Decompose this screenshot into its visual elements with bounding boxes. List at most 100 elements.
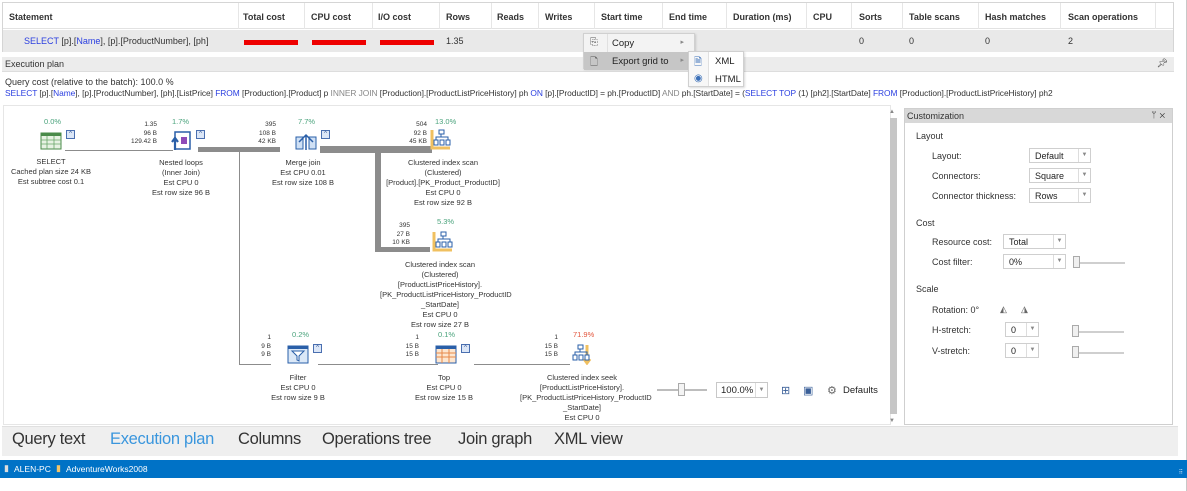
col-end-time[interactable]: End time — [669, 12, 708, 22]
cell-table-scans: 0 — [909, 36, 915, 46]
cell-rows: 1.35 — [446, 36, 464, 46]
tab-execution-plan[interactable]: Execution plan — [110, 430, 215, 448]
col-reads[interactable]: Reads — [497, 12, 525, 22]
connector — [239, 364, 271, 365]
settings-gears-icon[interactable]: ⚙ — [827, 385, 837, 397]
connector — [474, 364, 570, 365]
tab-columns[interactable]: Columns — [238, 430, 302, 448]
tab-query-text[interactable]: Query text — [12, 430, 86, 448]
scroll-thumb[interactable] — [890, 118, 897, 414]
html-export-icon: ◉ — [694, 73, 703, 84]
menu-item-export-grid[interactable]: 🗋 Export grid to ▸ — [584, 52, 694, 70]
col-statement[interactable]: Statement — [9, 12, 53, 22]
nested-loops-icon[interactable] — [170, 130, 192, 152]
col-duration[interactable]: Duration (ms) — [733, 12, 792, 22]
expand-icon[interactable]: ^ — [196, 130, 205, 139]
menu-item-html[interactable]: ◉ HTML — [694, 73, 741, 85]
tab-operations-tree[interactable]: Operations tree — [322, 430, 432, 448]
chevron-down-icon: ▼ — [1026, 323, 1038, 336]
expand-icon[interactable]: ^ — [461, 344, 470, 353]
clustered-index-seek-icon[interactable] — [571, 343, 593, 365]
customization-panel: Customization ᛘ✕ Layout Layout: Default▼… — [904, 108, 1173, 425]
connector — [375, 247, 430, 252]
filter-node-icon[interactable] — [287, 343, 309, 365]
query-text: SELECT [p].[Name], [p].[ProductNumber], … — [5, 88, 1053, 98]
cost-filter-slider-thumb[interactable] — [1073, 256, 1080, 268]
connector-thickness-combo[interactable]: Rows▼ — [1029, 188, 1091, 203]
col-hash-matches[interactable]: Hash matches — [985, 12, 1047, 22]
tab-join-graph[interactable]: Join graph — [458, 430, 533, 448]
server-name: ALEN-PC — [14, 464, 51, 474]
col-cpu-cost[interactable]: CPU cost — [311, 12, 352, 22]
pin-icon[interactable]: ᛘ — [1151, 110, 1160, 120]
chevron-down-icon: ▼ — [1078, 189, 1090, 202]
col-scan-operations[interactable]: Scan operations — [1068, 12, 1139, 22]
section-layout: Layout — [916, 131, 944, 141]
defaults-button[interactable]: Defaults — [843, 385, 878, 396]
submenu-arrow-icon: ▸ — [680, 57, 684, 64]
chevron-down-icon: ▼ — [1026, 344, 1038, 357]
menu-item-xml[interactable]: 🗎 XML — [689, 52, 743, 70]
v-stretch-slider-thumb[interactable] — [1072, 346, 1079, 358]
vertical-scrollbar[interactable]: ▲ ▼ — [887, 108, 899, 424]
expand-icon[interactable]: ^ — [66, 130, 75, 139]
scroll-up-icon[interactable]: ▲ — [889, 109, 895, 115]
server-icon: ▮ — [4, 463, 9, 473]
connector — [375, 146, 381, 252]
clustered-index-scan-icon[interactable] — [430, 128, 452, 150]
col-sorts[interactable]: Sorts — [859, 12, 883, 22]
scroll-down-icon[interactable]: ▼ — [889, 418, 895, 424]
connector — [65, 150, 173, 151]
h-stretch-slider[interactable] — [1074, 331, 1124, 333]
col-table-scans[interactable]: Table scans — [909, 12, 960, 22]
rotate-right-icon[interactable]: ◮ — [1021, 304, 1028, 314]
cost-filter-combo[interactable]: 0%▼ — [1003, 254, 1066, 269]
pin-icon[interactable]: 📌︎ — [1156, 58, 1168, 68]
col-cpu[interactable]: CPU — [813, 12, 833, 22]
col-io-cost[interactable]: I/O cost — [378, 12, 412, 22]
merge-join-icon[interactable] — [295, 130, 317, 152]
top-node-icon[interactable] — [435, 343, 457, 365]
io-cost-bar — [380, 40, 434, 45]
clustered-index-scan-icon[interactable] — [432, 230, 454, 252]
select-node-icon[interactable] — [40, 130, 62, 152]
zoom-slider-thumb[interactable] — [678, 383, 685, 396]
col-total-cost[interactable]: Total cost — [243, 12, 285, 22]
h-stretch-slider-thumb[interactable] — [1072, 325, 1079, 337]
cpu-cost-bar — [312, 40, 366, 45]
expand-icon[interactable]: ^ — [313, 344, 322, 353]
submenu-arrow-icon: ▸ — [680, 39, 684, 46]
resize-grip-icon[interactable]: ⠿ — [1178, 470, 1183, 476]
cell-hash-matches: 0 — [985, 36, 991, 46]
v-stretch-combo[interactable]: 0▼ — [1005, 343, 1039, 358]
rotate-left-icon[interactable]: ◭ — [1000, 304, 1007, 314]
resource-cost-combo[interactable]: Total▼ — [1003, 234, 1066, 249]
col-start-time[interactable]: Start time — [601, 12, 643, 22]
overview-icon[interactable]: ▣ — [803, 385, 814, 397]
col-rows[interactable]: Rows — [446, 12, 471, 22]
fit-to-window-icon[interactable]: ⊞ — [781, 385, 791, 397]
v-stretch-slider[interactable] — [1074, 352, 1124, 354]
layout-combo[interactable]: Default▼ — [1029, 148, 1091, 163]
plan-canvas[interactable] — [3, 105, 891, 425]
query-cost: Query cost (relative to the batch): 100.… — [5, 77, 174, 87]
xml-export-icon: 🗎 — [694, 57, 703, 68]
zoom-combo[interactable]: 100.0% ▼ — [716, 382, 768, 398]
menu-item-copy[interactable]: ⎘ Copy ▸ — [590, 37, 684, 49]
grid-header: Statement Total cost CPU cost I/O cost R… — [3, 3, 1173, 29]
col-writes[interactable]: Writes — [545, 12, 573, 22]
chevron-down-icon[interactable]: ▼ — [755, 383, 767, 397]
tab-xml-view[interactable]: XML view — [554, 430, 623, 448]
cell-statement: SELECT [p].[Name], [p].[ProductNumber], … — [24, 36, 209, 46]
database-name: AdventureWorks2008 — [66, 464, 148, 474]
cost-filter-slider[interactable] — [1075, 262, 1125, 264]
h-stretch-combo[interactable]: 0▼ — [1005, 322, 1039, 337]
close-icon[interactable]: ✕ — [1159, 110, 1168, 120]
connectors-combo[interactable]: Square▼ — [1029, 168, 1091, 183]
expand-icon[interactable]: ^ — [321, 130, 330, 139]
